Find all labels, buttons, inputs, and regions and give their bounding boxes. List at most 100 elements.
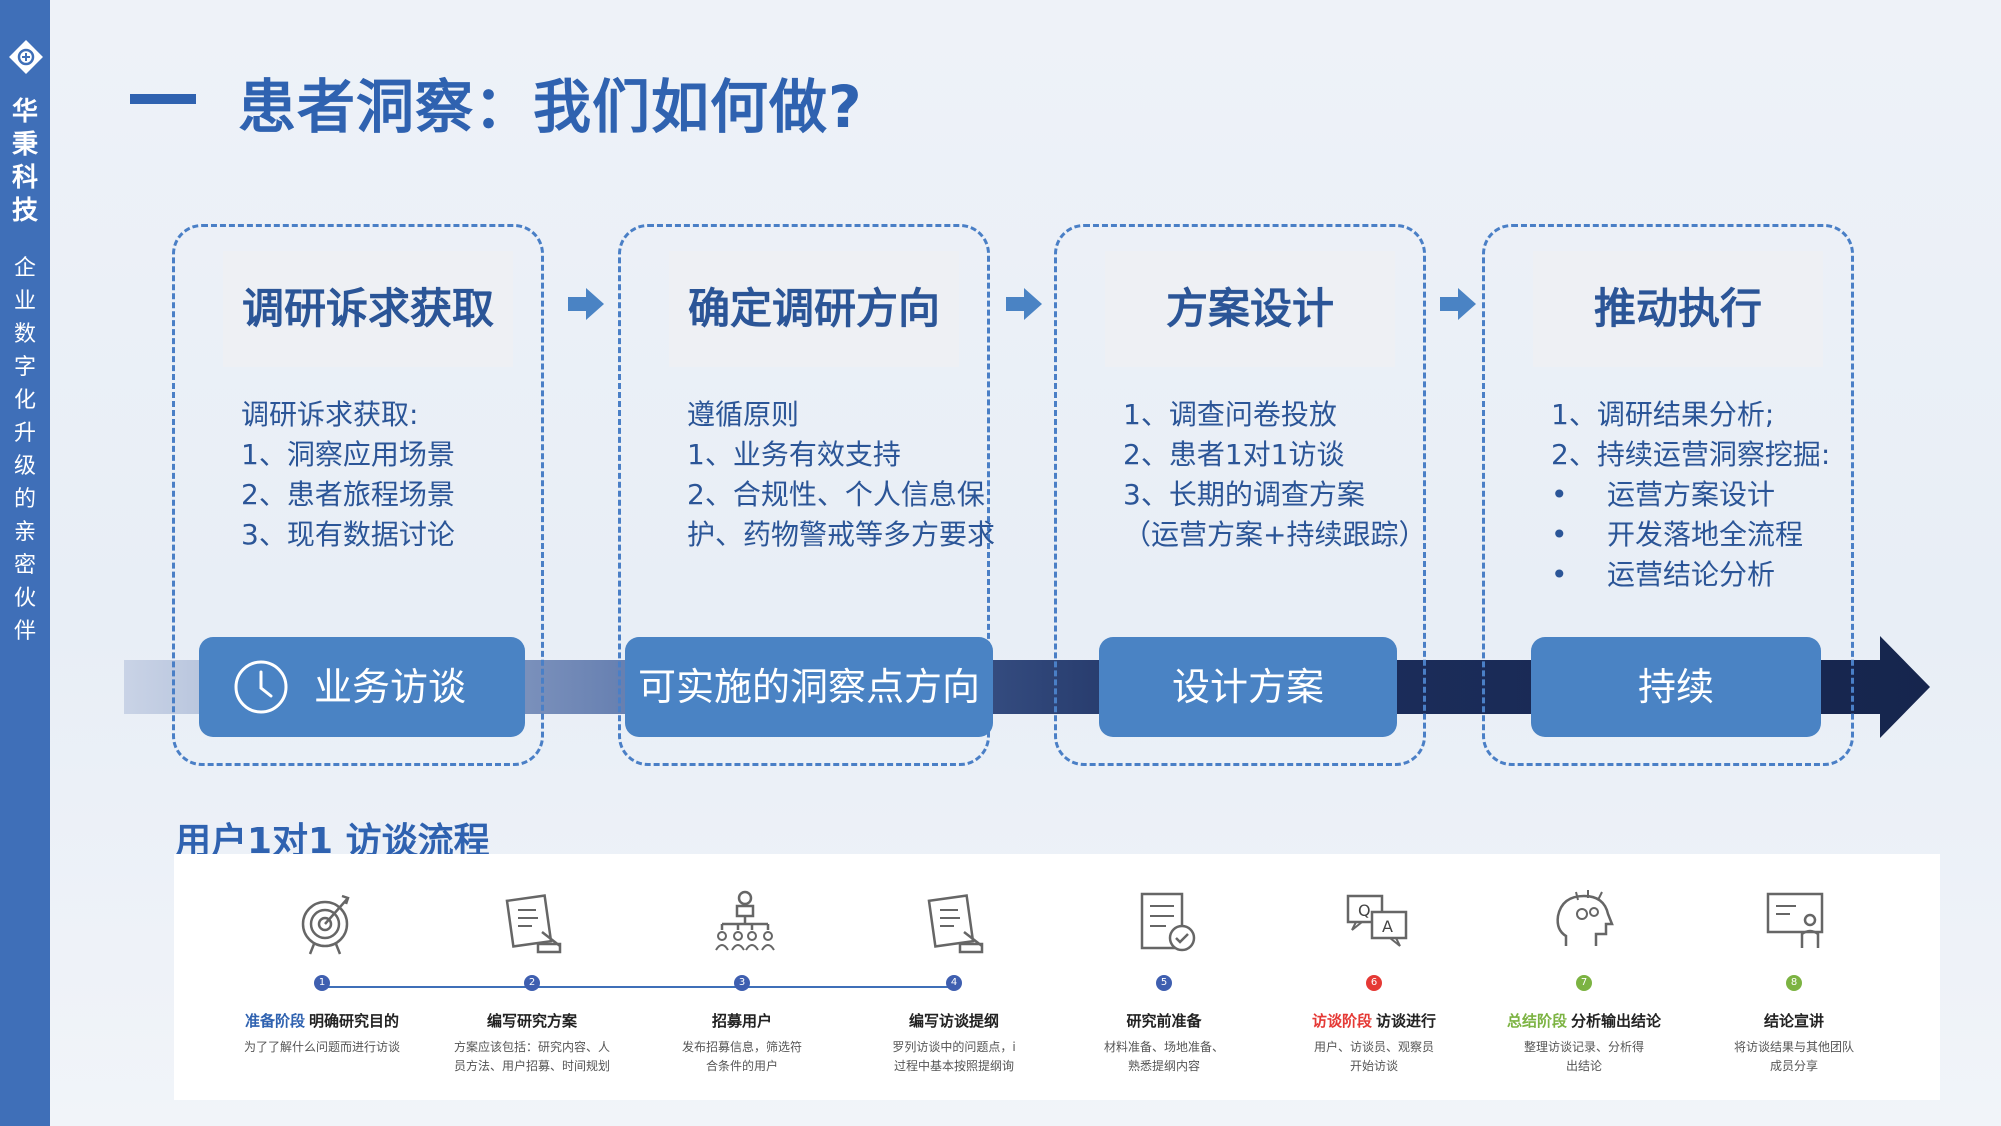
phase-label: 总结阶段 — [1506, 1012, 1567, 1030]
brand-name: 华秉科技 — [11, 97, 38, 226]
step-name-text: 结论宣讲 — [1763, 1012, 1824, 1030]
step-name: 总结阶段分析输出结论 — [1464, 1010, 1704, 1031]
step-name-text: 明确研究目的 — [309, 1012, 400, 1030]
step-description-line: 出结论 — [1565, 1059, 1602, 1073]
phase-label: 准备阶段 — [244, 1012, 305, 1030]
stage-line: （运营方案+持续跟踪） — [1123, 518, 1427, 551]
step-description-line: 材料准备、场地准备、 — [1103, 1040, 1224, 1054]
presentation-icon — [1766, 892, 1824, 948]
step-name: 结论宣讲 — [1674, 1010, 1914, 1031]
stage-header: 推动执行 — [1533, 251, 1823, 367]
stage-line: 3、现有数据讨论 — [241, 518, 455, 551]
step-number-badge: 3 — [734, 975, 750, 991]
step-name-text: 分析输出结论 — [1571, 1012, 1662, 1030]
step-description: 为了了解什么问题而进行访谈 — [212, 1038, 432, 1057]
step-name: 招募用户 — [622, 1010, 862, 1031]
process-step: 5 研究前准备材料准备、场地准备、熟悉提纲内容 — [1064, 854, 1264, 1100]
page-title: 患者洞察：我们如何做? — [238, 73, 863, 141]
svg-text:A: A — [1382, 917, 1393, 936]
pill-label: 业务访谈 — [313, 665, 466, 709]
stage-description: 遵循原则 1、业务有效支持 2、合规性、个人信息保护、药物警戒等多方要求 — [687, 395, 996, 555]
step-description-line: 用户、访谈员、观察员 — [1313, 1040, 1434, 1054]
step-description-line: 发布招募信息，筛选符 — [681, 1040, 802, 1054]
process-step: 2 编写研究方案方案应该包括：研究内容、人员方法、用户招募、时间规划 — [432, 854, 632, 1100]
stage-bullet: 开发落地全流程 — [1551, 515, 1851, 555]
step-name-text: 访谈进行 — [1376, 1012, 1437, 1030]
process-step: 3 招募用户发布招募信息，筛选符合条件的用户 — [642, 854, 842, 1100]
stage-output-pill: 设计方案 — [1099, 637, 1397, 737]
interview-process-panel: 1 准备阶段明确研究目的为了了解什么问题而进行访谈 2 编写研究方案方案应该包括：研究… — [174, 854, 1940, 1100]
stage-bullet: 运营方案设计 — [1551, 475, 1851, 515]
brand-slogan: 企业数字化升级的亲密伙伴 — [13, 256, 36, 644]
step-number-badge: 1 — [314, 975, 330, 991]
stage-description: 1、调研结果分析;2、持续运营洞察挖掘:运营方案设计开发落地全流程运营结论分析 — [1551, 395, 1851, 595]
step-description-line: 为了了解什么问题而进行访谈 — [243, 1040, 400, 1054]
stage-line: 护、药物警戒等多方要求 — [687, 518, 996, 551]
stage-output-pill: 持续 — [1531, 637, 1821, 737]
step-description-line: 熟悉提纲内容 — [1127, 1059, 1200, 1073]
step-number-badge: 8 — [1786, 975, 1802, 991]
step-name-text: 编写研究方案 — [486, 1012, 577, 1030]
stage-line: 遵循原则 — [687, 398, 800, 431]
title-dash — [130, 94, 196, 104]
stage-line: 1、调研结果分析; — [1551, 398, 1775, 431]
process-step: 7 总结阶段分析输出结论整理访谈记录、分析得出结论 — [1484, 854, 1684, 1100]
phase-label: 访谈阶段 — [1311, 1012, 1372, 1030]
brand-sidebar: 华秉科技 企业数字化升级的亲密伙伴 — [0, 0, 50, 1126]
step-name: 编写研究方案 — [412, 1010, 652, 1031]
stage-card: 推动执行 1、调研结果分析;2、持续运营洞察挖掘:运营方案设计开发落地全流程运营结… — [1482, 224, 1854, 766]
step-arrow-icon — [1006, 288, 1042, 320]
step-description-line: 过程中基本按照提纲询 — [893, 1059, 1014, 1073]
step-name: 准备阶段明确研究目的 — [202, 1010, 442, 1031]
step-description: 用户、访谈员、观察员开始访谈 — [1264, 1038, 1484, 1076]
checklist-icon — [1140, 892, 1196, 952]
step-description-line: 方案应该包括：研究内容、人 — [453, 1040, 610, 1054]
step-description: 罗列访谈中的问题点，i 过程中基本按照提纲询 — [844, 1038, 1064, 1076]
target-icon — [301, 894, 350, 955]
document-writing-icon — [505, 894, 562, 954]
stage-title: 推动执行 — [1593, 284, 1762, 333]
stage-title: 调研诉求获取 — [241, 284, 494, 333]
step-description: 将访谈结果与其他团队成员分享 — [1684, 1038, 1904, 1076]
step-number-badge: 7 — [1576, 975, 1592, 991]
stage-header: 调研诉求获取 — [223, 251, 513, 367]
step-number-badge: 5 — [1156, 975, 1172, 991]
step-arrow-icon — [1440, 288, 1476, 320]
step-description: 发布招募信息，筛选符合条件的用户 — [632, 1038, 852, 1076]
step-name-text: 招募用户 — [711, 1012, 772, 1030]
step-description-line: 合条件的用户 — [705, 1059, 778, 1073]
brand-logo-icon — [9, 40, 43, 74]
step-name-text: 研究前准备 — [1126, 1012, 1202, 1030]
process-step: 1 准备阶段明确研究目的为了了解什么问题而进行访谈 — [222, 854, 422, 1100]
stage-line: 调研诉求获取: — [241, 398, 419, 431]
step-description-line: 将访谈结果与其他团队 — [1733, 1040, 1854, 1054]
stage-line: 2、患者1对1访谈 — [1123, 438, 1345, 471]
step-description-line: 罗列访谈中的问题点，i — [892, 1040, 1016, 1054]
clock-icon — [234, 660, 288, 714]
flow-arrow — [124, 636, 1930, 738]
pill-label: 持续 — [1637, 665, 1714, 709]
pill-label: 可实施的洞察点方向 — [637, 665, 980, 709]
thinking-head-icon — [1556, 890, 1614, 946]
stage-line: 2、患者旅程场景 — [241, 478, 455, 511]
stage-title: 方案设计 — [1165, 284, 1334, 333]
stage-line: 2、合规性、个人信息保 — [687, 478, 985, 511]
stage-header: 方案设计 — [1105, 251, 1395, 367]
step-description-line: 员方法、用户招募、时间规划 — [453, 1059, 610, 1073]
svg-text:Q: Q — [1358, 901, 1371, 920]
org-chart-icon — [715, 890, 775, 951]
process-timeline — [324, 986, 1794, 989]
step-name: 研究前准备 — [1044, 1010, 1284, 1031]
stage-line: 1、业务有效支持 — [687, 438, 901, 471]
step-description-line: 整理访谈记录、分析得 — [1523, 1040, 1644, 1054]
step-name: 访谈阶段访谈进行 — [1254, 1010, 1494, 1031]
step-name-text: 编写访谈提纲 — [908, 1012, 999, 1030]
step-number-badge: 2 — [524, 975, 540, 991]
